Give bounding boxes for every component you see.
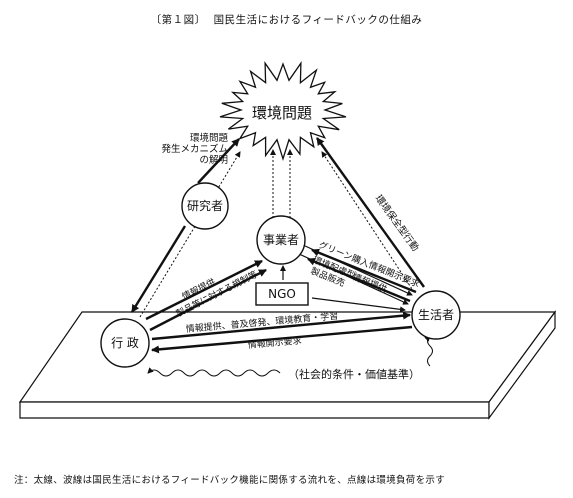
arrow-consumer-to-gov [151,325,413,354]
footnote: 注：太線、波線は国民生活におけるフィードバック機能に関係する流れを、点線は環境負… [14,475,446,486]
node-research-circle [181,182,229,230]
burst-shape [219,61,347,161]
arrow-gov-to-business-1 [145,259,263,321]
node-ngo-label: NGO [268,287,296,301]
dotted-arrows [139,149,415,318]
thin-arrows [280,244,413,313]
research-to-env-label-1: 環境問題 [190,132,229,144]
node-consumer-label: 生活者 [418,308,454,322]
platform-front [19,401,490,419]
dotted-gov-to-env [139,151,241,318]
social-conditions-label: （社会的条件・価値基準） [288,367,420,381]
wavy-social-to-gov [147,367,281,377]
figure-title-text: 国民生活におけるフィードバックの仕組み [213,14,423,26]
node-ngo: NGO [255,282,309,306]
arrow-research-to-env [197,138,240,184]
node-consumer: 生活者 [411,290,461,340]
node-government: 行 政 [100,318,150,368]
node-business-label: 事業者 [263,233,299,247]
arrow-gov-to-consumer [151,311,411,341]
wavy-social-to-consumer [424,335,433,367]
node-government-label: 行 政 [111,336,139,350]
arrow-ngo-to-consumer [311,297,406,313]
arrow-business-to-consumer-2 [298,253,409,305]
platform-side [488,310,556,420]
platform [18,310,557,420]
env-problem-label: 環境問題 [252,104,312,122]
consumer-to-env-label: 環境保全型行動 [373,193,422,254]
thick-arrows [130,137,425,354]
env-problem-burst: 環境問題 [219,61,347,161]
arrow-business-to-consumer-1 [302,244,413,296]
research-to-env-label-2: 発生メカニズム [161,143,228,155]
arrow-gov-to-business-2 [149,268,267,332]
node-research-label: 研究者 [187,198,223,213]
node-consumer-circle [411,290,461,340]
figure-title: 〔第１図〕国民生活におけるフィードバックの仕組み [0,12,573,27]
node-ngo-box [255,282,309,306]
node-business: 事業者 [256,215,306,265]
figure-tag: 〔第１図〕 [150,14,206,26]
research-to-env-label-3: の解明 [199,154,228,166]
node-research: 研究者 [181,182,229,230]
node-government-circle [100,318,150,368]
arrow-consumer-to-env [316,137,425,288]
node-business-circle [256,215,306,265]
arrow-research-to-gov [130,225,187,313]
